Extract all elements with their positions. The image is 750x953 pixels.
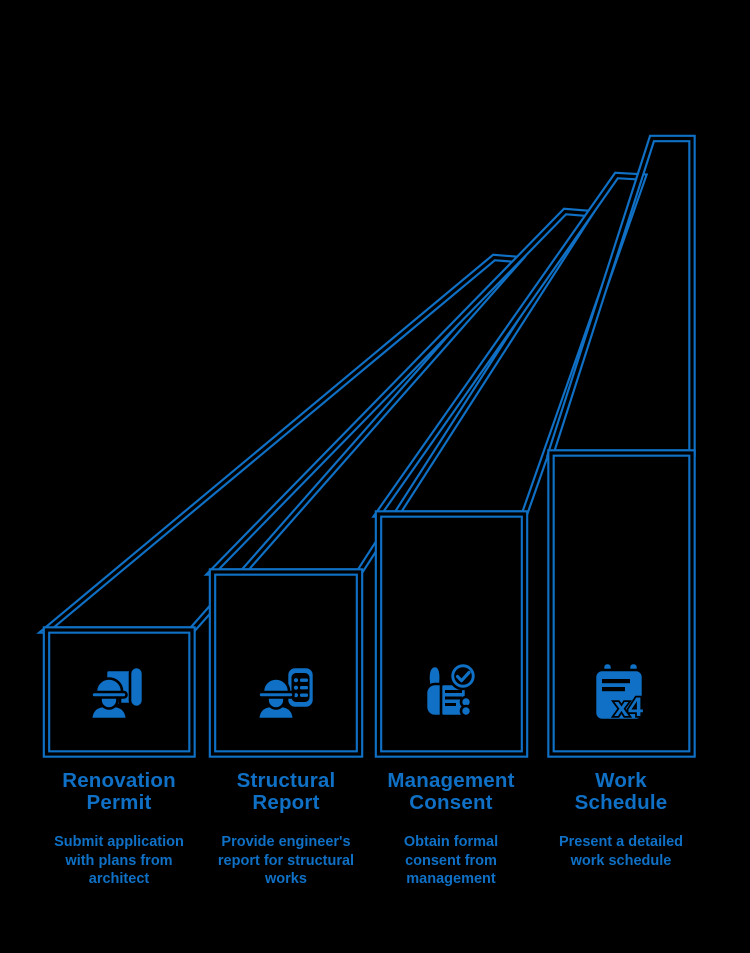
step-description-1: Submit application with plans from archi…: [54, 834, 184, 887]
step-description-3: Obtain formal consent from management: [403, 834, 499, 887]
step-column-4: x4: [545, 134, 696, 758]
step-label-3: Management Consent Obtain formal consent…: [361, 770, 541, 889]
step-label-2: Structural Report Provide engineer's rep…: [196, 770, 376, 889]
calendar-x4-badge: x4: [614, 692, 643, 722]
step-title-2: Structural Report: [236, 769, 336, 814]
step-description-2: Provide engineer's report for structural…: [217, 834, 355, 887]
engineer-checklist-icon: [256, 665, 316, 721]
step-title-4: Work Schedule: [574, 769, 668, 814]
step-column-2: [203, 207, 597, 758]
step-title-3: Management Consent: [387, 769, 515, 814]
step-title-1: Renovation Permit: [62, 769, 176, 814]
step-description-4: Present a detailed work schedule: [558, 834, 684, 869]
calendar-x4-icon: x4: [593, 661, 646, 724]
step-label-4: Work Schedule Present a detailed work sc…: [531, 770, 711, 870]
engineer-blueprint-icon: [89, 665, 145, 721]
hand-document-approved-icon: [424, 661, 478, 718]
step-label-1: Renovation Permit Submit application wit…: [29, 770, 209, 889]
step-column-1: [36, 253, 527, 758]
